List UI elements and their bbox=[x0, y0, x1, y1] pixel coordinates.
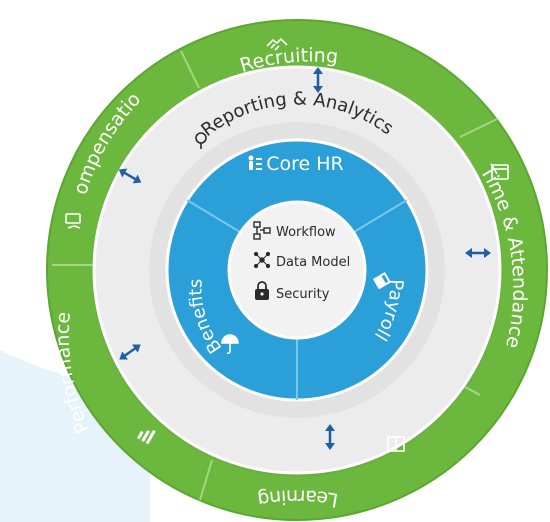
lock-icon bbox=[255, 281, 269, 300]
center-label-workflow: Workflow bbox=[276, 225, 336, 240]
center-label-security: Security bbox=[276, 287, 330, 302]
workflow-icon bbox=[253, 221, 271, 240]
book-icon bbox=[387, 436, 405, 452]
segment-label-core-hr: Core HR bbox=[266, 153, 344, 175]
calendar-icon bbox=[491, 164, 509, 180]
segment-label-learning: Learning bbox=[256, 485, 340, 511]
connector-arrows bbox=[118, 67, 491, 450]
people-list-icon bbox=[248, 155, 262, 170]
calculator-icon bbox=[373, 272, 391, 290]
center-hub bbox=[227, 200, 367, 340]
chart-bars-icon bbox=[137, 429, 156, 445]
umbrella-icon bbox=[221, 334, 239, 355]
center-label-data-model: Data Model bbox=[276, 255, 350, 270]
handshake-icon bbox=[266, 37, 288, 51]
money-hand-icon bbox=[65, 213, 81, 229]
magnifier-chart-icon bbox=[195, 132, 207, 149]
network-icon bbox=[253, 251, 271, 269]
